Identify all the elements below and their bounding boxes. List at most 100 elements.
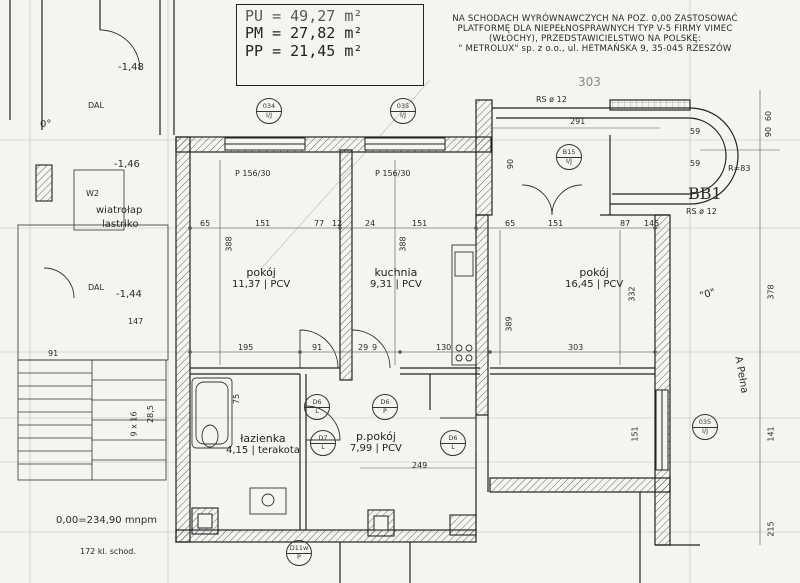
marker-sheet: I/J (265, 110, 273, 119)
dimension: 65 (505, 219, 516, 228)
tag-dal: DAL (88, 101, 104, 110)
dimension: 303 (568, 343, 584, 352)
room-floor: PCV (270, 279, 291, 291)
wall-east (654, 214, 671, 546)
door-swing (99, 29, 141, 71)
dimension: 332 (627, 286, 637, 302)
vent-opening (197, 513, 213, 529)
dimension: 215 (766, 521, 776, 537)
dimension: 151 (412, 219, 428, 228)
room-name: p.pokój (355, 430, 396, 443)
dimension: 59 (690, 159, 701, 168)
label-lastriko: lastriko (102, 219, 139, 230)
bathtub (191, 377, 233, 449)
wall-bay-left (475, 99, 493, 216)
door-hand: L (321, 442, 325, 451)
dimension: 59 (690, 127, 701, 136)
toilet (201, 424, 219, 448)
marker-number: 035 (693, 419, 717, 428)
label-steps: 9 x 16 (129, 411, 139, 437)
dimension: 378 (766, 284, 776, 300)
label-rise: 28,5 (145, 405, 155, 423)
vent-block (35, 164, 53, 202)
tag-rebar: RS ø 12 (686, 207, 717, 216)
room-area: 9,31 (370, 279, 393, 291)
dim-tick (188, 350, 192, 354)
dimension: 60 (764, 110, 774, 122)
area-pm: PM = 27,82 m² (245, 24, 363, 43)
dimension: 9 (372, 343, 378, 352)
wiatrolap-box (73, 169, 125, 231)
room-lazienka: łazienka 4,15 | terakota (226, 432, 300, 457)
note-line: (WŁOCHY), PRZEDSTAWICIELSTWO NA POLSKĘ: (489, 34, 701, 45)
wall-partition-2 (475, 214, 489, 416)
dimension: 77 (314, 219, 325, 228)
vent-block (449, 514, 477, 536)
dim-tick (653, 350, 657, 354)
wall-west (175, 136, 191, 543)
dimension: 87 (620, 219, 631, 228)
dimension: 389 (504, 316, 514, 332)
door-type: D6 (373, 399, 397, 408)
tag-rebar: RS ø 12 (536, 95, 567, 104)
door-swing (440, 417, 477, 452)
level-marker: -1,48 (118, 62, 144, 73)
dimension: 388 (224, 236, 234, 252)
dim-tick (398, 350, 402, 354)
landing (17, 224, 169, 361)
marker-sheet: I/J (565, 156, 573, 165)
tag-w2: W2 (86, 189, 99, 198)
label-wiatrolap: wiatrołap (96, 205, 143, 216)
label-level: 0,00=234,90 mnpm (56, 515, 157, 526)
wall-south-right (489, 477, 671, 493)
dimension: 147 (128, 317, 144, 326)
tag-lintel: P 156/30 (375, 169, 411, 178)
dim-tick (474, 226, 478, 230)
door-type: D11w (287, 545, 311, 554)
room-pokoj-2: pokój 16,45 | PCV (565, 266, 624, 291)
tag-radius: R=83 (728, 164, 751, 173)
dimension: 151 (630, 426, 640, 442)
room-floor: PCV (603, 279, 624, 291)
room-name: łazienka (240, 432, 286, 445)
room-pokoj-1: pokój 11,37 | PCV (232, 266, 291, 291)
room-area: 16,45 (565, 279, 594, 291)
dim-tick (298, 350, 302, 354)
marker-number: 034 (257, 103, 281, 112)
dimension: 12 (332, 219, 343, 228)
note-line: PLATFORMĘ DLA NIEPEŁNOSPRAWNYCH TYP V-5 … (457, 24, 733, 35)
stove-burner (465, 354, 473, 362)
room-name: pokój (579, 266, 609, 279)
area-pu: PU = 49,27 m² (245, 7, 363, 25)
room-area: 7,99 (350, 443, 373, 455)
dim-tick (488, 350, 492, 354)
wall-partition-1 (339, 149, 353, 381)
door-hand: P (297, 552, 301, 561)
marker-sheet: I/J (399, 110, 407, 119)
marker-number: 035 (391, 103, 415, 112)
stove-burner (455, 344, 463, 352)
tag-dal: DAL (88, 283, 104, 292)
tag-lintel: P 156/30 (235, 169, 271, 178)
door-type: D6 (305, 399, 329, 408)
installation-note: NA SCHODACH WYRÓWNAWCZYCH NA POZ. 0,00 Z… (445, 14, 745, 55)
door-hand: L (315, 406, 319, 415)
tag-number: 303 (578, 75, 601, 89)
door-swing (43, 267, 75, 299)
label-stair-count: 172 kl. schod. (80, 547, 136, 556)
marker-number: B15 (557, 149, 581, 158)
bathtub-inner (195, 381, 229, 445)
stove-burner (455, 354, 463, 362)
dim-tick (188, 226, 192, 230)
dimension: 141 (766, 426, 776, 442)
washbasin-bowl (261, 493, 275, 507)
door-swing (521, 184, 553, 216)
room-floor: PCV (382, 443, 402, 455)
